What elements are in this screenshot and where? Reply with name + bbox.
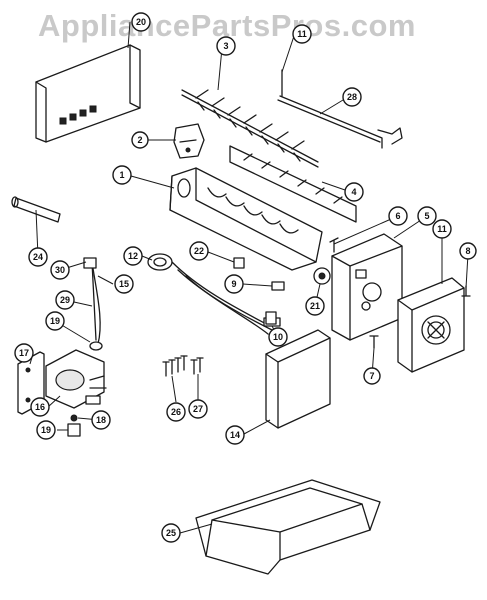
svg-text:30: 30 — [55, 265, 65, 275]
callout-27: 27 — [188, 399, 208, 419]
svg-text:21: 21 — [310, 301, 320, 311]
callout-8: 8 — [459, 242, 477, 260]
callout-14: 14 — [225, 425, 245, 445]
part-16-valve — [17, 349, 107, 415]
svg-text:17: 17 — [19, 348, 29, 358]
svg-text:4: 4 — [351, 187, 356, 197]
callout-1: 1 — [112, 165, 132, 185]
callout-29: 29 — [55, 290, 75, 310]
svg-text:2: 2 — [137, 135, 142, 145]
callout-6: 6 — [388, 206, 408, 226]
part-12-gear — [147, 253, 173, 271]
svg-text:14: 14 — [230, 430, 240, 440]
svg-text:19: 19 — [50, 316, 60, 326]
svg-text:26: 26 — [171, 407, 181, 417]
callout-19b: 19 — [36, 420, 56, 440]
svg-text:3: 3 — [223, 41, 228, 51]
svg-text:12: 12 — [128, 251, 138, 261]
callout-11b: 11 — [432, 219, 452, 239]
svg-text:8: 8 — [465, 246, 470, 256]
svg-text:25: 25 — [166, 528, 176, 538]
part-26-screws — [162, 355, 188, 377]
part-1-mold — [169, 167, 323, 271]
callout-11: 11 — [292, 24, 312, 44]
svg-text:27: 27 — [193, 404, 203, 414]
callout-30: 30 — [50, 260, 70, 280]
part-6-screw — [329, 237, 339, 253]
callout-4: 4 — [344, 182, 364, 202]
svg-text:16: 16 — [35, 402, 45, 412]
callout-12: 12 — [123, 246, 143, 266]
svg-text:22: 22 — [194, 246, 204, 256]
svg-text:6: 6 — [395, 211, 400, 221]
callout-15: 15 — [114, 274, 134, 294]
part-10-thermostat — [265, 311, 277, 325]
callout-28: 28 — [342, 87, 362, 107]
callout-25: 25 — [161, 523, 181, 543]
callout-7: 7 — [363, 367, 381, 385]
svg-text:10: 10 — [273, 332, 283, 342]
part-19-bushing — [67, 423, 81, 437]
svg-text:9: 9 — [231, 279, 236, 289]
part-24-tube — [11, 196, 61, 223]
callout-10: 10 — [268, 327, 288, 347]
svg-text:1: 1 — [119, 170, 124, 180]
callout-17: 17 — [14, 343, 34, 363]
part-14-cover — [265, 329, 331, 429]
part-25-ice-bin — [195, 479, 381, 575]
part-27-screws — [190, 357, 204, 375]
part-20-bracket — [35, 44, 141, 143]
part-21-gear — [313, 267, 331, 285]
svg-text:24: 24 — [33, 252, 43, 262]
callout-24: 24 — [28, 247, 48, 267]
svg-text:28: 28 — [347, 92, 357, 102]
callout-3: 3 — [216, 36, 236, 56]
svg-text:29: 29 — [60, 295, 70, 305]
svg-text:18: 18 — [96, 415, 106, 425]
callout-18: 18 — [91, 410, 111, 430]
part-3-ejector — [181, 89, 319, 168]
callout-5: 5 — [417, 206, 437, 226]
part-19-grommet — [89, 341, 103, 351]
svg-text:7: 7 — [369, 371, 374, 381]
svg-text:19: 19 — [41, 425, 51, 435]
callout-19: 19 — [45, 311, 65, 331]
svg-text:11: 11 — [297, 29, 307, 39]
part-4-stripper — [229, 145, 357, 223]
part-11-module — [397, 277, 465, 373]
svg-text:20: 20 — [136, 17, 146, 27]
part-22-clip — [233, 257, 245, 269]
part-2-bracket — [173, 123, 205, 159]
svg-text:15: 15 — [119, 279, 129, 289]
callout-2: 2 — [131, 131, 149, 149]
callout-22: 22 — [189, 241, 209, 261]
part-28-arm — [277, 69, 403, 149]
svg-text:11: 11 — [437, 224, 447, 234]
callout-16: 16 — [30, 397, 50, 417]
part-29-water-tube — [83, 257, 101, 345]
callout-20: 20 — [131, 12, 151, 32]
callout-26: 26 — [166, 402, 186, 422]
callout-21: 21 — [305, 296, 325, 316]
part-18-plug — [70, 414, 78, 422]
callout-9: 9 — [224, 274, 244, 294]
part-5-housing — [331, 233, 403, 341]
svg-text:5: 5 — [424, 211, 429, 221]
part-7-screw — [369, 335, 379, 349]
